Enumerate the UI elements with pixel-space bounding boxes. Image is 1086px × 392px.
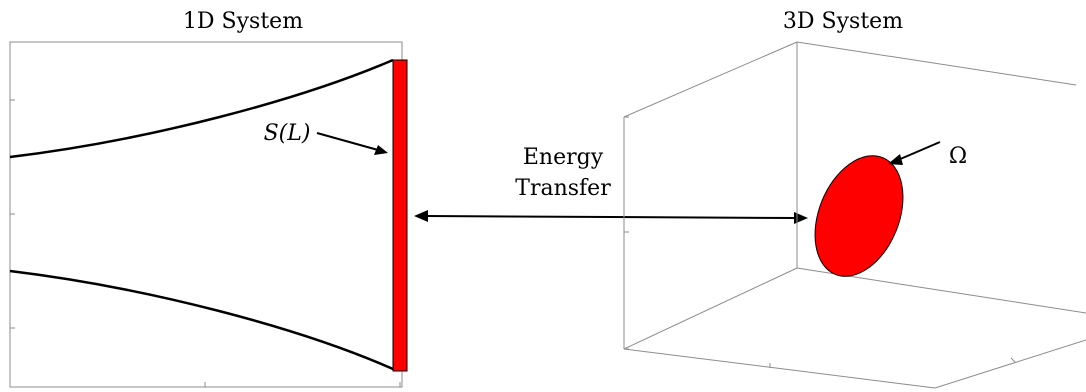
left-panel-frame	[9, 41, 403, 388]
connector-label-line2: Transfer	[515, 176, 611, 201]
upper-profile-curve	[9, 58, 394, 159]
region-label: Ω	[949, 144, 967, 169]
connector-label-line1: Energy	[523, 145, 604, 170]
end-surface-arrow	[316, 132, 379, 151]
left-panel-title: 1D System	[183, 9, 303, 34]
energy-transfer-arrowhead-right	[794, 212, 808, 224]
end-surface-bar	[392, 59, 408, 372]
region-ellipse	[814, 155, 904, 277]
end-surface-arrowhead	[374, 145, 388, 155]
region-arrowhead	[888, 154, 903, 165]
end-surface-label: S(L)	[264, 121, 311, 146]
right-panel-title: 3D System	[783, 9, 903, 34]
left-panel-ticks	[10, 99, 401, 387]
energy-transfer-arrow	[425, 215, 797, 219]
box-edges	[623, 41, 1086, 389]
energy-transfer-arrowhead-left	[414, 210, 428, 222]
region-arrow	[897, 141, 941, 161]
lower-profile-curve	[9, 269, 394, 371]
